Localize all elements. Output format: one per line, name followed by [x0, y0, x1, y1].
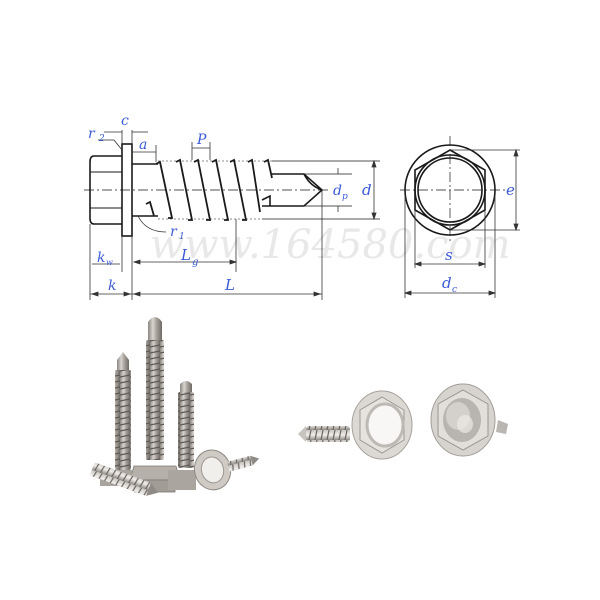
label-L: L [224, 276, 235, 294]
label-e: e [506, 181, 515, 199]
side-view-labels: c r 2 a P r 1 d p d k w L g k L [88, 113, 372, 294]
screw-group-photo [90, 317, 260, 496]
label-c: c [121, 113, 129, 129]
label-r1-sub: 1 [179, 232, 185, 242]
label-Lg-sub: g [192, 257, 198, 268]
label-dc-sub: c [452, 285, 457, 295]
label-r2-sub: 2 [98, 134, 105, 144]
label-kw: k [97, 250, 105, 266]
label-d: d [362, 181, 372, 199]
label-kw-sub: w [106, 258, 113, 267]
label-a: a [139, 137, 147, 153]
label-k: k [108, 278, 116, 294]
label-Lg: L [180, 246, 191, 264]
side-view-dimensions [89, 130, 377, 300]
side-view [84, 143, 380, 300]
screw-heads-photo [298, 383, 508, 460]
watermark: www.164580.com [150, 222, 511, 268]
end-view-labels: e s d c [442, 181, 515, 295]
label-r2: r [88, 126, 96, 142]
label-dp-sub: p [342, 192, 348, 202]
label-P: P [196, 132, 207, 148]
end-view-dimensions [403, 148, 520, 298]
label-r1: r [170, 224, 178, 240]
label-dc: d [442, 274, 452, 292]
label-dp: d [333, 183, 342, 199]
label-s: s [445, 246, 453, 264]
